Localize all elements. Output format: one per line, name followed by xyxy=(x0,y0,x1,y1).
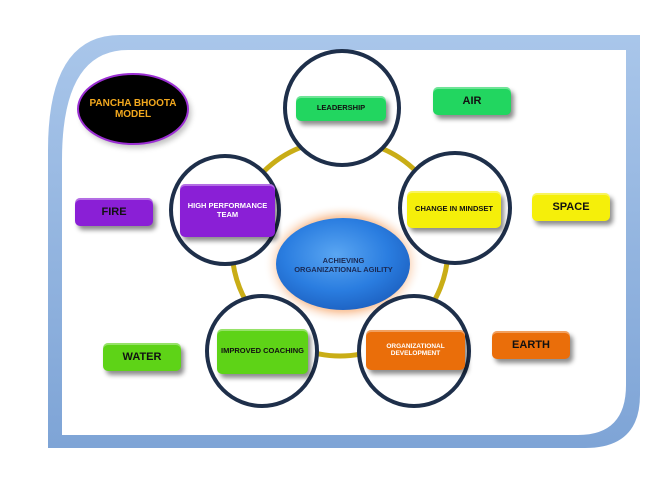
element-earth: EARTH xyxy=(492,331,570,359)
model-title: PANCHA BHOOTA MODEL xyxy=(89,97,177,121)
hub-circle xyxy=(276,218,410,310)
petal-change-in-mindset: CHANGE IN MINDSET xyxy=(407,191,501,228)
model-ellipse xyxy=(77,73,189,145)
element-fire: FIRE xyxy=(75,198,153,226)
petal-improved-coaching: IMPROVED COACHING xyxy=(217,329,308,374)
petal-organizational-development: ORGANIZATIONAL DEVELOPMENT xyxy=(366,330,465,370)
petal-high-performance-team: HIGH PERFORMANCE TEAM xyxy=(180,184,275,237)
petal-leadership: LEADERSHIP xyxy=(296,96,386,121)
element-water: WATER xyxy=(103,343,181,371)
element-air: AIR xyxy=(433,87,511,115)
element-space: SPACE xyxy=(532,193,610,221)
center-label: ACHIEVING ORGANIZATIONAL AGILITY xyxy=(294,256,393,274)
